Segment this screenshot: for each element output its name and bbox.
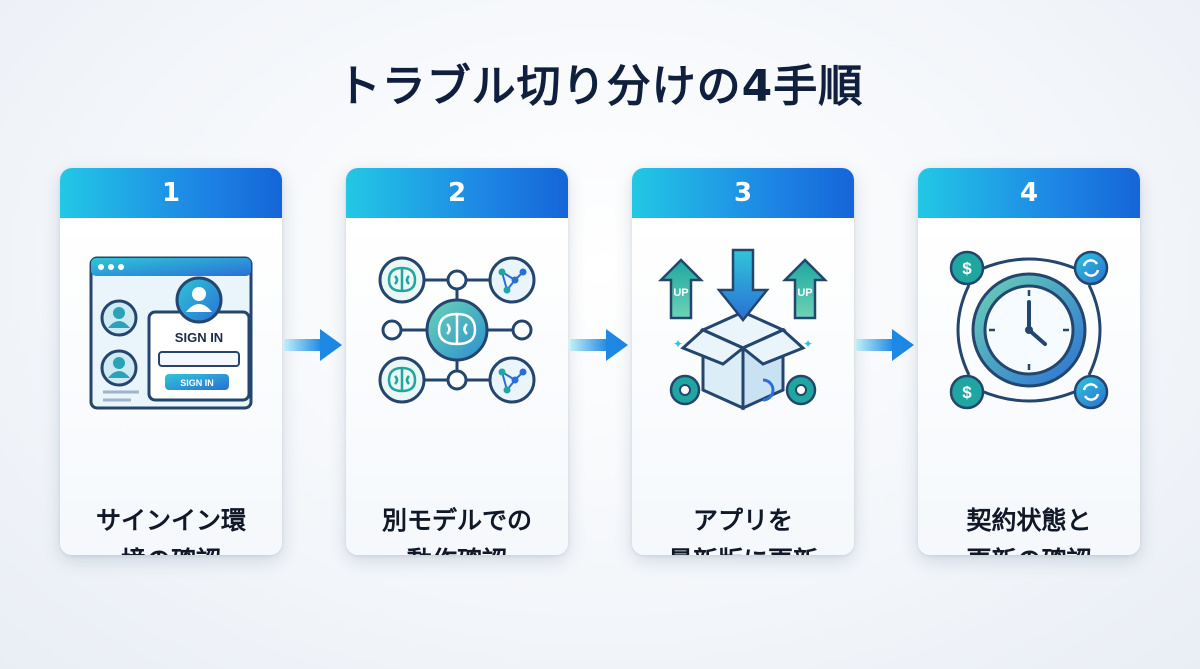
step-label-3: アプリを 最新版に更新: [668, 506, 818, 555]
step-number-2: 2: [346, 168, 568, 218]
app-update-box-icon: UP UP ✦ ✦: [653, 240, 833, 420]
arrow-right-icon: [570, 329, 628, 361]
step-number-4: 4: [918, 168, 1140, 218]
sign-in-button-text: SIGN IN: [180, 378, 214, 388]
step-card-1: 1 SIGN IN: [60, 168, 282, 555]
step-label-1: サインイン環 境の確認: [95, 506, 246, 555]
page-title: トラブル切り分けの4手順: [336, 61, 864, 112]
model-network-icon: [367, 240, 547, 420]
step-label-4: 契約状態と 更新の確認: [966, 506, 1092, 555]
up-right-text: UP: [797, 287, 812, 299]
svg-text:✦: ✦: [673, 337, 683, 351]
step-card-4: 4: [918, 168, 1140, 555]
svg-text:✦: ✦: [803, 337, 813, 351]
step-number-1: 1: [60, 168, 282, 218]
up-left-text: UP: [673, 287, 688, 299]
step-number-3: 3: [632, 168, 854, 218]
arrow-right-icon: [856, 329, 914, 361]
step-card-3: 3 UP UP: [632, 168, 854, 555]
svg-text:$: $: [962, 259, 972, 278]
svg-text:$: $: [962, 383, 972, 402]
arrow-right-icon: [284, 329, 342, 361]
sign-in-title-text: SIGN IN: [175, 330, 223, 345]
subscription-clock-icon: $ $: [939, 240, 1119, 420]
step-label-2: 別モデルでの 動作確認: [381, 506, 532, 555]
sign-in-window-icon: SIGN IN SIGN IN: [81, 240, 261, 420]
step-card-2: 2: [346, 168, 568, 555]
